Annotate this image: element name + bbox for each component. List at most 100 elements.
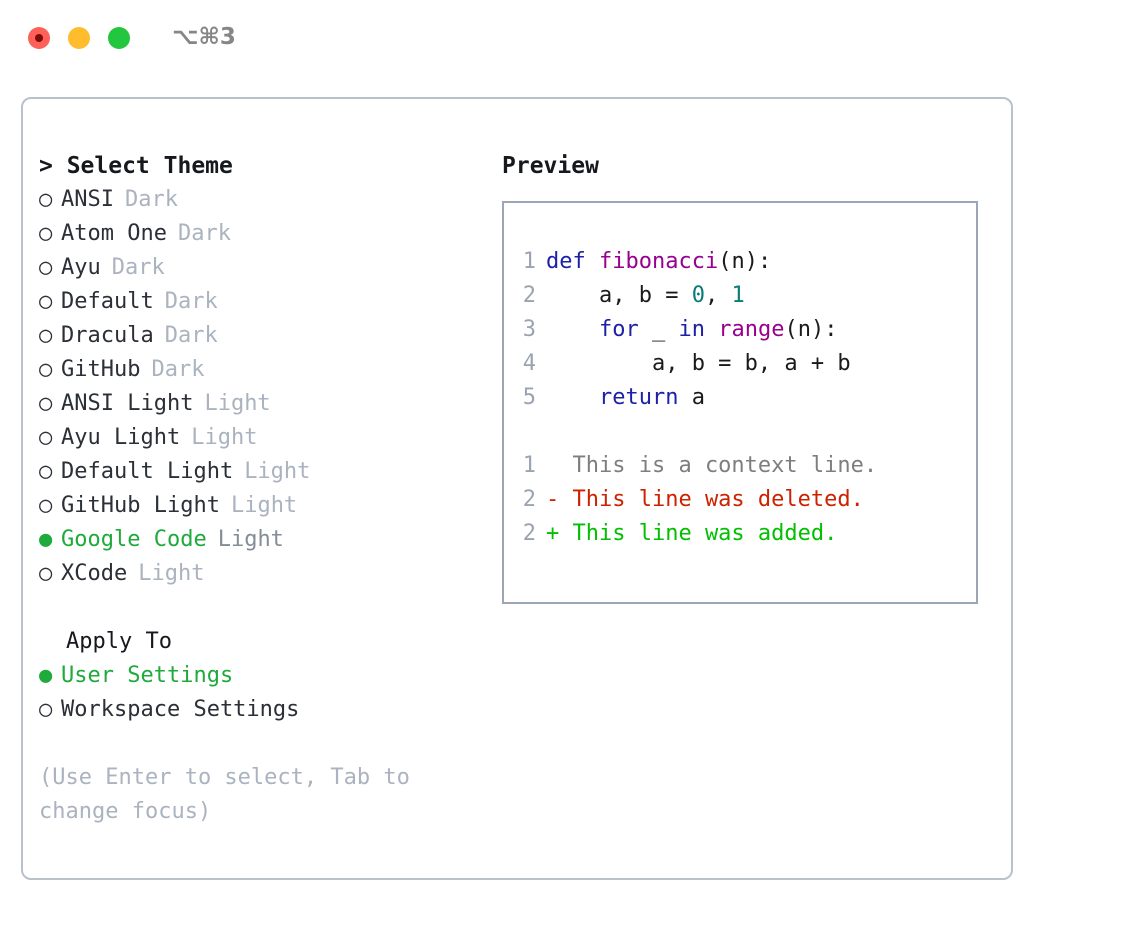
theme-option-label: GitHub — [61, 357, 141, 382]
token-kw: return — [598, 385, 679, 410]
token-add: + This line was added. — [546, 521, 838, 546]
theme-option-label: Default — [61, 289, 154, 314]
code-text: for _ in range(n): — [546, 313, 837, 347]
minimize-window-button[interactable] — [68, 27, 90, 49]
token-plain: a — [678, 385, 705, 410]
radio-selected-icon: ● — [39, 527, 53, 552]
line-number: 2 — [522, 521, 536, 546]
apply-to-option-label: User Settings — [61, 663, 234, 688]
token-plain: a, b = — [546, 283, 692, 308]
token-fn: fibonacci — [598, 249, 719, 274]
radio-unselected-icon: ○ — [39, 425, 53, 450]
theme-option-label: Ayu Light — [61, 425, 181, 450]
theme-variant-badge: Dark — [151, 357, 205, 382]
diff-text: - This line was deleted. — [546, 483, 864, 517]
code-line: 2 a, b = 0, 1 — [504, 279, 976, 313]
maximize-window-button[interactable] — [108, 27, 130, 49]
diff-text: + This line was added. — [546, 517, 837, 551]
theme-option-label: GitHub Light — [61, 493, 220, 518]
diff-line: 1 This is a context line. — [504, 449, 976, 483]
theme-option-label: ANSI Light — [61, 391, 194, 416]
theme-variant-badge: Light — [230, 493, 298, 518]
theme-variant-badge: Dark — [177, 221, 231, 246]
diff-text: This is a context line. — [546, 449, 877, 483]
theme-option-label: Ayu — [61, 255, 101, 280]
theme-option-ayu[interactable]: ○ Ayu Dark — [39, 251, 469, 285]
theme-option-label: Atom One — [61, 221, 167, 246]
code-text: return a — [546, 381, 705, 415]
token-kw: in — [678, 317, 705, 342]
code-line: 1 def fibonacci(n): — [504, 245, 976, 279]
code-line: 5 return a — [504, 381, 976, 415]
line-number: 2 — [522, 487, 536, 512]
token-plain: (n): — [718, 249, 772, 274]
diff-sample: 1 This is a context line. 2 - This line wa… — [504, 449, 976, 551]
theme-option-label: XCode — [61, 561, 128, 586]
apply-to-option-list[interactable]: ● User Settings ○Workspace Settings — [39, 659, 469, 727]
theme-option-label: ANSI — [61, 187, 114, 212]
radio-unselected-icon: ○ — [39, 255, 53, 280]
token-ctx: This is a context line. — [546, 453, 878, 478]
apply-to-option-workspace-settings[interactable]: ○Workspace Settings — [39, 693, 469, 727]
token-kw: for — [598, 317, 639, 342]
line-number: 3 — [522, 317, 536, 342]
window-shortcut-label: ⌥⌘3 — [172, 24, 236, 50]
theme-option-label: Dracula — [61, 323, 154, 348]
line-number: 4 — [522, 351, 536, 376]
theme-variant-badge: Light — [217, 527, 284, 552]
theme-option-github[interactable]: ○ GitHub Dark — [39, 353, 469, 387]
close-window-button[interactable] — [28, 27, 50, 49]
token-plain: a, b = b, a + b — [546, 351, 851, 376]
diff-line: 2 - This line was deleted. — [504, 483, 976, 517]
window-titlebar: ⌥⌘3 — [0, 0, 1140, 80]
list-gap — [39, 591, 469, 625]
theme-variant-badge: Dark — [164, 289, 218, 314]
code-line: 3 for _ in range(n): — [504, 313, 976, 347]
radio-selected-icon: ● — [39, 663, 53, 688]
token-num: 0 — [691, 283, 705, 308]
theme-variant-badge: Dark — [111, 255, 165, 280]
radio-unselected-icon: ○ — [39, 187, 53, 212]
token-fn: range — [718, 317, 785, 342]
token-plain — [546, 317, 599, 342]
code-text: a, b = 0, 1 — [546, 279, 745, 313]
preview-header: Preview — [502, 153, 599, 179]
line-number: 1 — [522, 453, 536, 478]
theme-option-ayu-light[interactable]: ○ Ayu Light Light — [39, 421, 469, 455]
traffic-light-group — [28, 27, 130, 49]
theme-variant-badge: Light — [244, 459, 311, 484]
select-theme-header: > Select Theme — [39, 153, 233, 179]
token-plain: (n): — [784, 317, 838, 342]
token-plain: _ — [638, 317, 679, 342]
code-diff-gap — [504, 415, 976, 449]
diff-line: 2 + This line was added. — [504, 517, 976, 551]
token-plain — [546, 385, 599, 410]
token-plain — [705, 317, 718, 342]
radio-unselected-icon: ○ — [39, 323, 53, 348]
theme-variant-badge: Light — [138, 561, 205, 586]
line-number: 1 — [522, 249, 536, 274]
apply-to-option-user-settings[interactable]: ● User Settings — [39, 659, 469, 693]
theme-option-label: Default Light — [61, 459, 234, 484]
token-kw: def — [546, 249, 599, 274]
radio-unselected-icon: ○ — [39, 357, 53, 382]
theme-variant-badge: Light — [191, 425, 258, 450]
radio-unselected-icon: ○ — [39, 697, 53, 722]
token-plain: , — [704, 283, 732, 308]
